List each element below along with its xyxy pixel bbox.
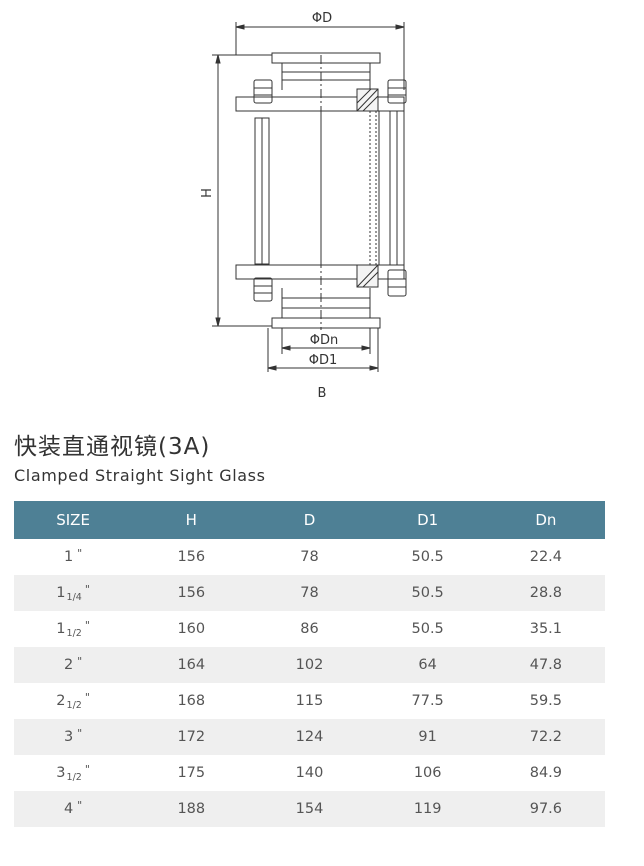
inch-mark: " <box>84 619 90 632</box>
inch-mark: " <box>77 727 83 740</box>
cell-d: 154 <box>250 791 369 827</box>
cell-size: 21/2" <box>14 683 133 719</box>
cell-dn: 22.4 <box>486 539 605 575</box>
inch-mark: " <box>84 583 90 596</box>
label-d1: ΦD1 <box>309 353 338 368</box>
cell-d1: 91 <box>368 719 487 755</box>
size-fraction: 1/2 <box>66 628 82 639</box>
table-header-row: SIZE H D D1 Dn <box>14 501 605 539</box>
bottom-plate <box>235 264 405 280</box>
bolt-left-bottom <box>253 277 273 302</box>
size-fraction: 1/4 <box>66 592 82 603</box>
bolt-right-top <box>387 79 407 104</box>
cell-dn: 84.9 <box>486 755 605 791</box>
cell-d1: 50.5 <box>368 611 487 647</box>
table-row: 2" 164 102 64 47.8 <box>14 647 605 683</box>
inch-mark: " <box>77 799 83 812</box>
table-row: 3" 172 124 91 72.2 <box>14 719 605 755</box>
cell-d: 102 <box>250 647 369 683</box>
cell-dn: 47.8 <box>486 647 605 683</box>
product-title-block: 快装直通视镜(3A) Clamped Straight Sight Glass <box>14 432 266 486</box>
header-h: H <box>132 501 251 539</box>
cell-h: 156 <box>132 575 251 611</box>
size-whole: 3 <box>56 765 66 781</box>
table-row: 31/2" 175 140 106 84.9 <box>14 755 605 791</box>
inch-mark: " <box>77 547 83 560</box>
product-title-chinese: 快装直通视镜(3A) <box>14 434 211 460</box>
cell-size: 1" <box>14 539 133 575</box>
size-whole: 1 <box>56 621 66 637</box>
size-fraction: 1/2 <box>66 772 82 783</box>
cell-d1: 119 <box>368 791 487 827</box>
label-d: ΦD <box>312 11 332 26</box>
cell-h: 188 <box>132 791 251 827</box>
cell-size: 4" <box>14 791 133 827</box>
cell-size: 2" <box>14 647 133 683</box>
size-whole: 2 <box>63 657 74 673</box>
header-dn: Dn <box>486 501 605 539</box>
top-plate <box>235 96 405 112</box>
cell-h: 160 <box>132 611 251 647</box>
inch-mark: " <box>77 655 83 668</box>
size-fraction: 1/2 <box>66 700 82 711</box>
table-row: 4" 188 154 119 97.6 <box>14 791 605 827</box>
label-b: B <box>318 386 327 401</box>
cell-d: 124 <box>250 719 369 755</box>
cell-h: 175 <box>132 755 251 791</box>
cell-d: 115 <box>250 683 369 719</box>
cell-d1: 77.5 <box>368 683 487 719</box>
cell-dn: 28.8 <box>486 575 605 611</box>
cell-d: 86 <box>250 611 369 647</box>
inch-mark: " <box>84 691 90 704</box>
top-ferrule <box>271 52 381 64</box>
cell-h: 168 <box>132 683 251 719</box>
label-h: H <box>200 188 215 198</box>
product-title-english: Clamped Straight Sight Glass <box>14 466 266 485</box>
cell-d1: 50.5 <box>368 575 487 611</box>
cell-size: 3" <box>14 719 133 755</box>
cell-d1: 106 <box>368 755 487 791</box>
table-row: 1" 156 78 50.5 22.4 <box>14 539 605 575</box>
bolt-right-bottom <box>387 269 407 297</box>
cell-dn: 72.2 <box>486 719 605 755</box>
cell-h: 156 <box>132 539 251 575</box>
technical-drawing: ΦD H ΦDn ΦD1 B <box>0 0 644 420</box>
table-row: 11/4" 156 78 50.5 28.8 <box>14 575 605 611</box>
size-whole: 4 <box>63 801 74 817</box>
cell-dn: 59.5 <box>486 683 605 719</box>
size-whole: 1 <box>56 585 66 601</box>
label-dn: ΦDn <box>310 333 338 348</box>
bottom-ferrule <box>271 317 381 329</box>
cell-size: 11/4" <box>14 575 133 611</box>
size-whole: 2 <box>56 693 66 709</box>
cell-size: 11/2" <box>14 611 133 647</box>
header-d: D <box>250 501 369 539</box>
cell-d: 78 <box>250 539 369 575</box>
cell-size: 31/2" <box>14 755 133 791</box>
cell-d: 140 <box>250 755 369 791</box>
cell-dn: 97.6 <box>486 791 605 827</box>
table-row: 11/2" 160 86 50.5 35.1 <box>14 611 605 647</box>
inch-mark: " <box>84 763 90 776</box>
cell-d1: 50.5 <box>368 539 487 575</box>
table-row: 21/2" 168 115 77.5 59.5 <box>14 683 605 719</box>
cell-d1: 64 <box>368 647 487 683</box>
size-whole: 3 <box>63 729 74 745</box>
header-d1: D1 <box>368 501 487 539</box>
sight-glass-diagram: ΦD H ΦDn ΦD1 B <box>200 11 407 401</box>
cell-d: 78 <box>250 575 369 611</box>
cell-h: 172 <box>132 719 251 755</box>
spec-table: SIZE H D D1 Dn 1" 156 78 50.5 22.4 11/4"… <box>14 501 605 827</box>
cell-h: 164 <box>132 647 251 683</box>
bolt-left-top <box>253 79 273 104</box>
size-whole: 1 <box>63 549 74 565</box>
header-size: SIZE <box>14 501 133 539</box>
cell-dn: 35.1 <box>486 611 605 647</box>
